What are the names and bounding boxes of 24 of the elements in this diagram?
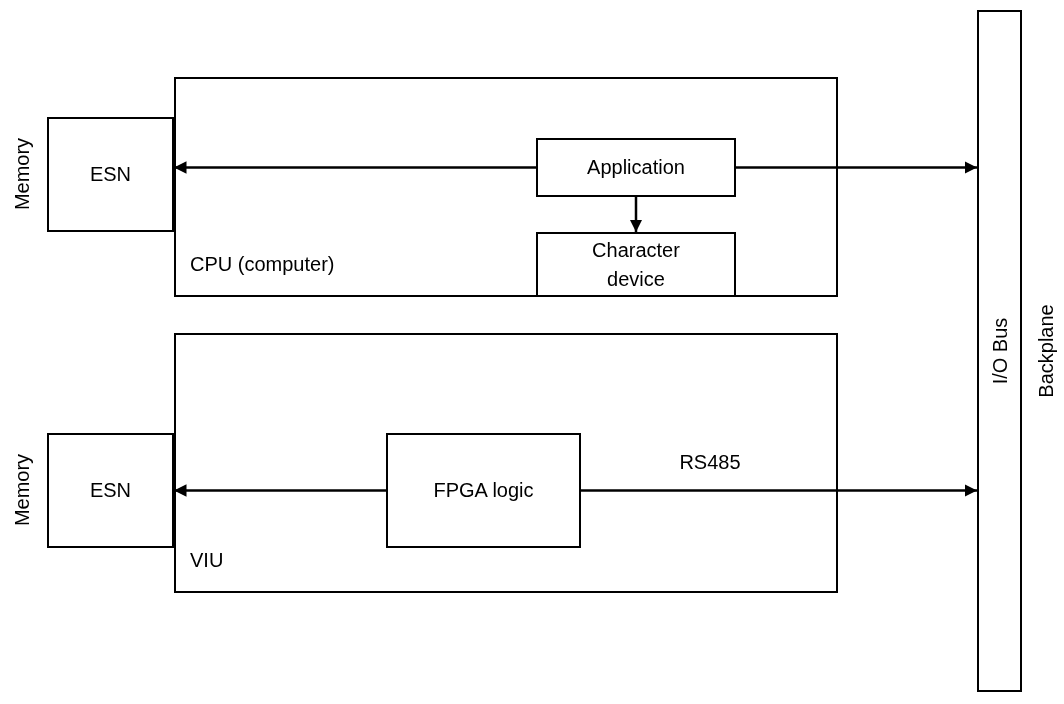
block-box [386, 433, 581, 548]
box-label: ESN [89, 478, 132, 503]
bus-bar [977, 10, 1022, 692]
arrow [736, 161, 977, 174]
bus-label: I/O Bus [989, 317, 1010, 385]
side-label: Memory [12, 137, 32, 211]
block-box [536, 138, 736, 197]
block-box [47, 117, 174, 232]
block-box [536, 232, 736, 297]
box-label: ESN [89, 162, 132, 187]
arrow [581, 484, 977, 497]
arrow [174, 484, 386, 497]
side-label: Backplane [1036, 304, 1056, 398]
box-label: Character device [591, 237, 681, 292]
arrow [629, 197, 643, 232]
block-box [47, 433, 174, 548]
side-label: Memory [12, 453, 32, 527]
module-box [174, 77, 838, 297]
box-label: CPU (computer) [190, 252, 335, 277]
box-label: Application [587, 155, 685, 180]
module-box [174, 333, 838, 593]
arrow [174, 161, 536, 174]
box-label: FPGA logic [433, 478, 534, 503]
box-label: VIU [190, 548, 224, 573]
